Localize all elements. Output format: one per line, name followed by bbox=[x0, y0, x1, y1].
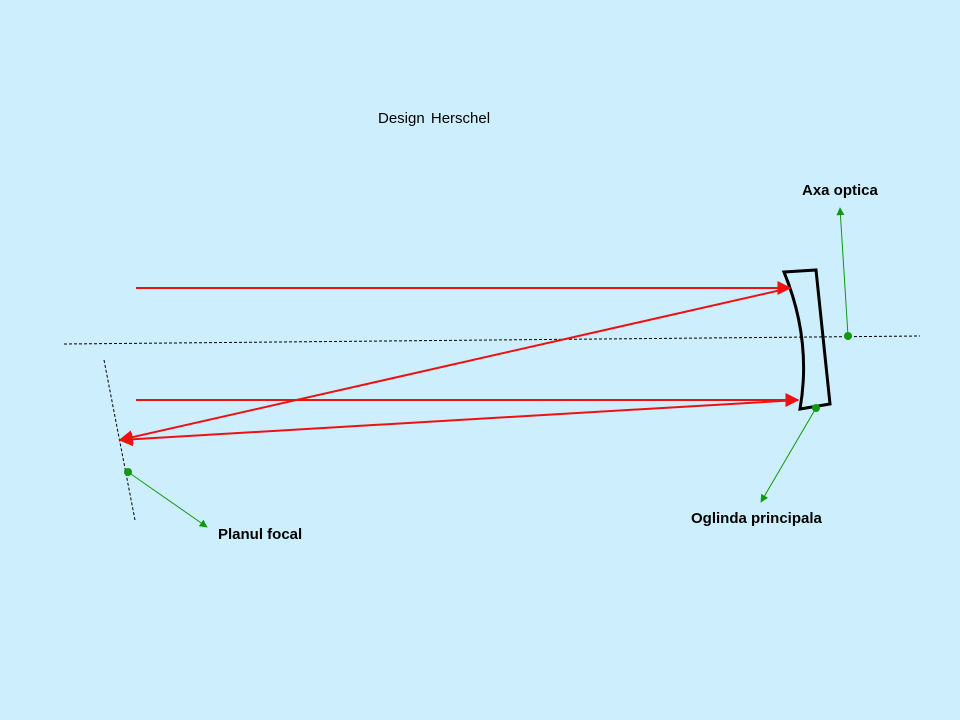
optical-axis-label: Axa optica bbox=[802, 182, 878, 199]
main-mirror-pointer-arrow bbox=[760, 407, 817, 503]
optical-axis-line bbox=[63, 335, 921, 345]
main-mirror-label: Oglinda principala bbox=[691, 510, 822, 527]
focal-plane-label: Planul focal bbox=[218, 526, 303, 543]
main-mirror-shape bbox=[781, 268, 832, 411]
reflected-ray-lower bbox=[118, 399, 799, 447]
optical-axis-pointer-arrow bbox=[836, 207, 849, 337]
focal-plane-pointer-arrow bbox=[127, 471, 208, 528]
reflected-ray-upper bbox=[118, 287, 791, 445]
diagram-title: Design Herschel bbox=[378, 110, 491, 127]
